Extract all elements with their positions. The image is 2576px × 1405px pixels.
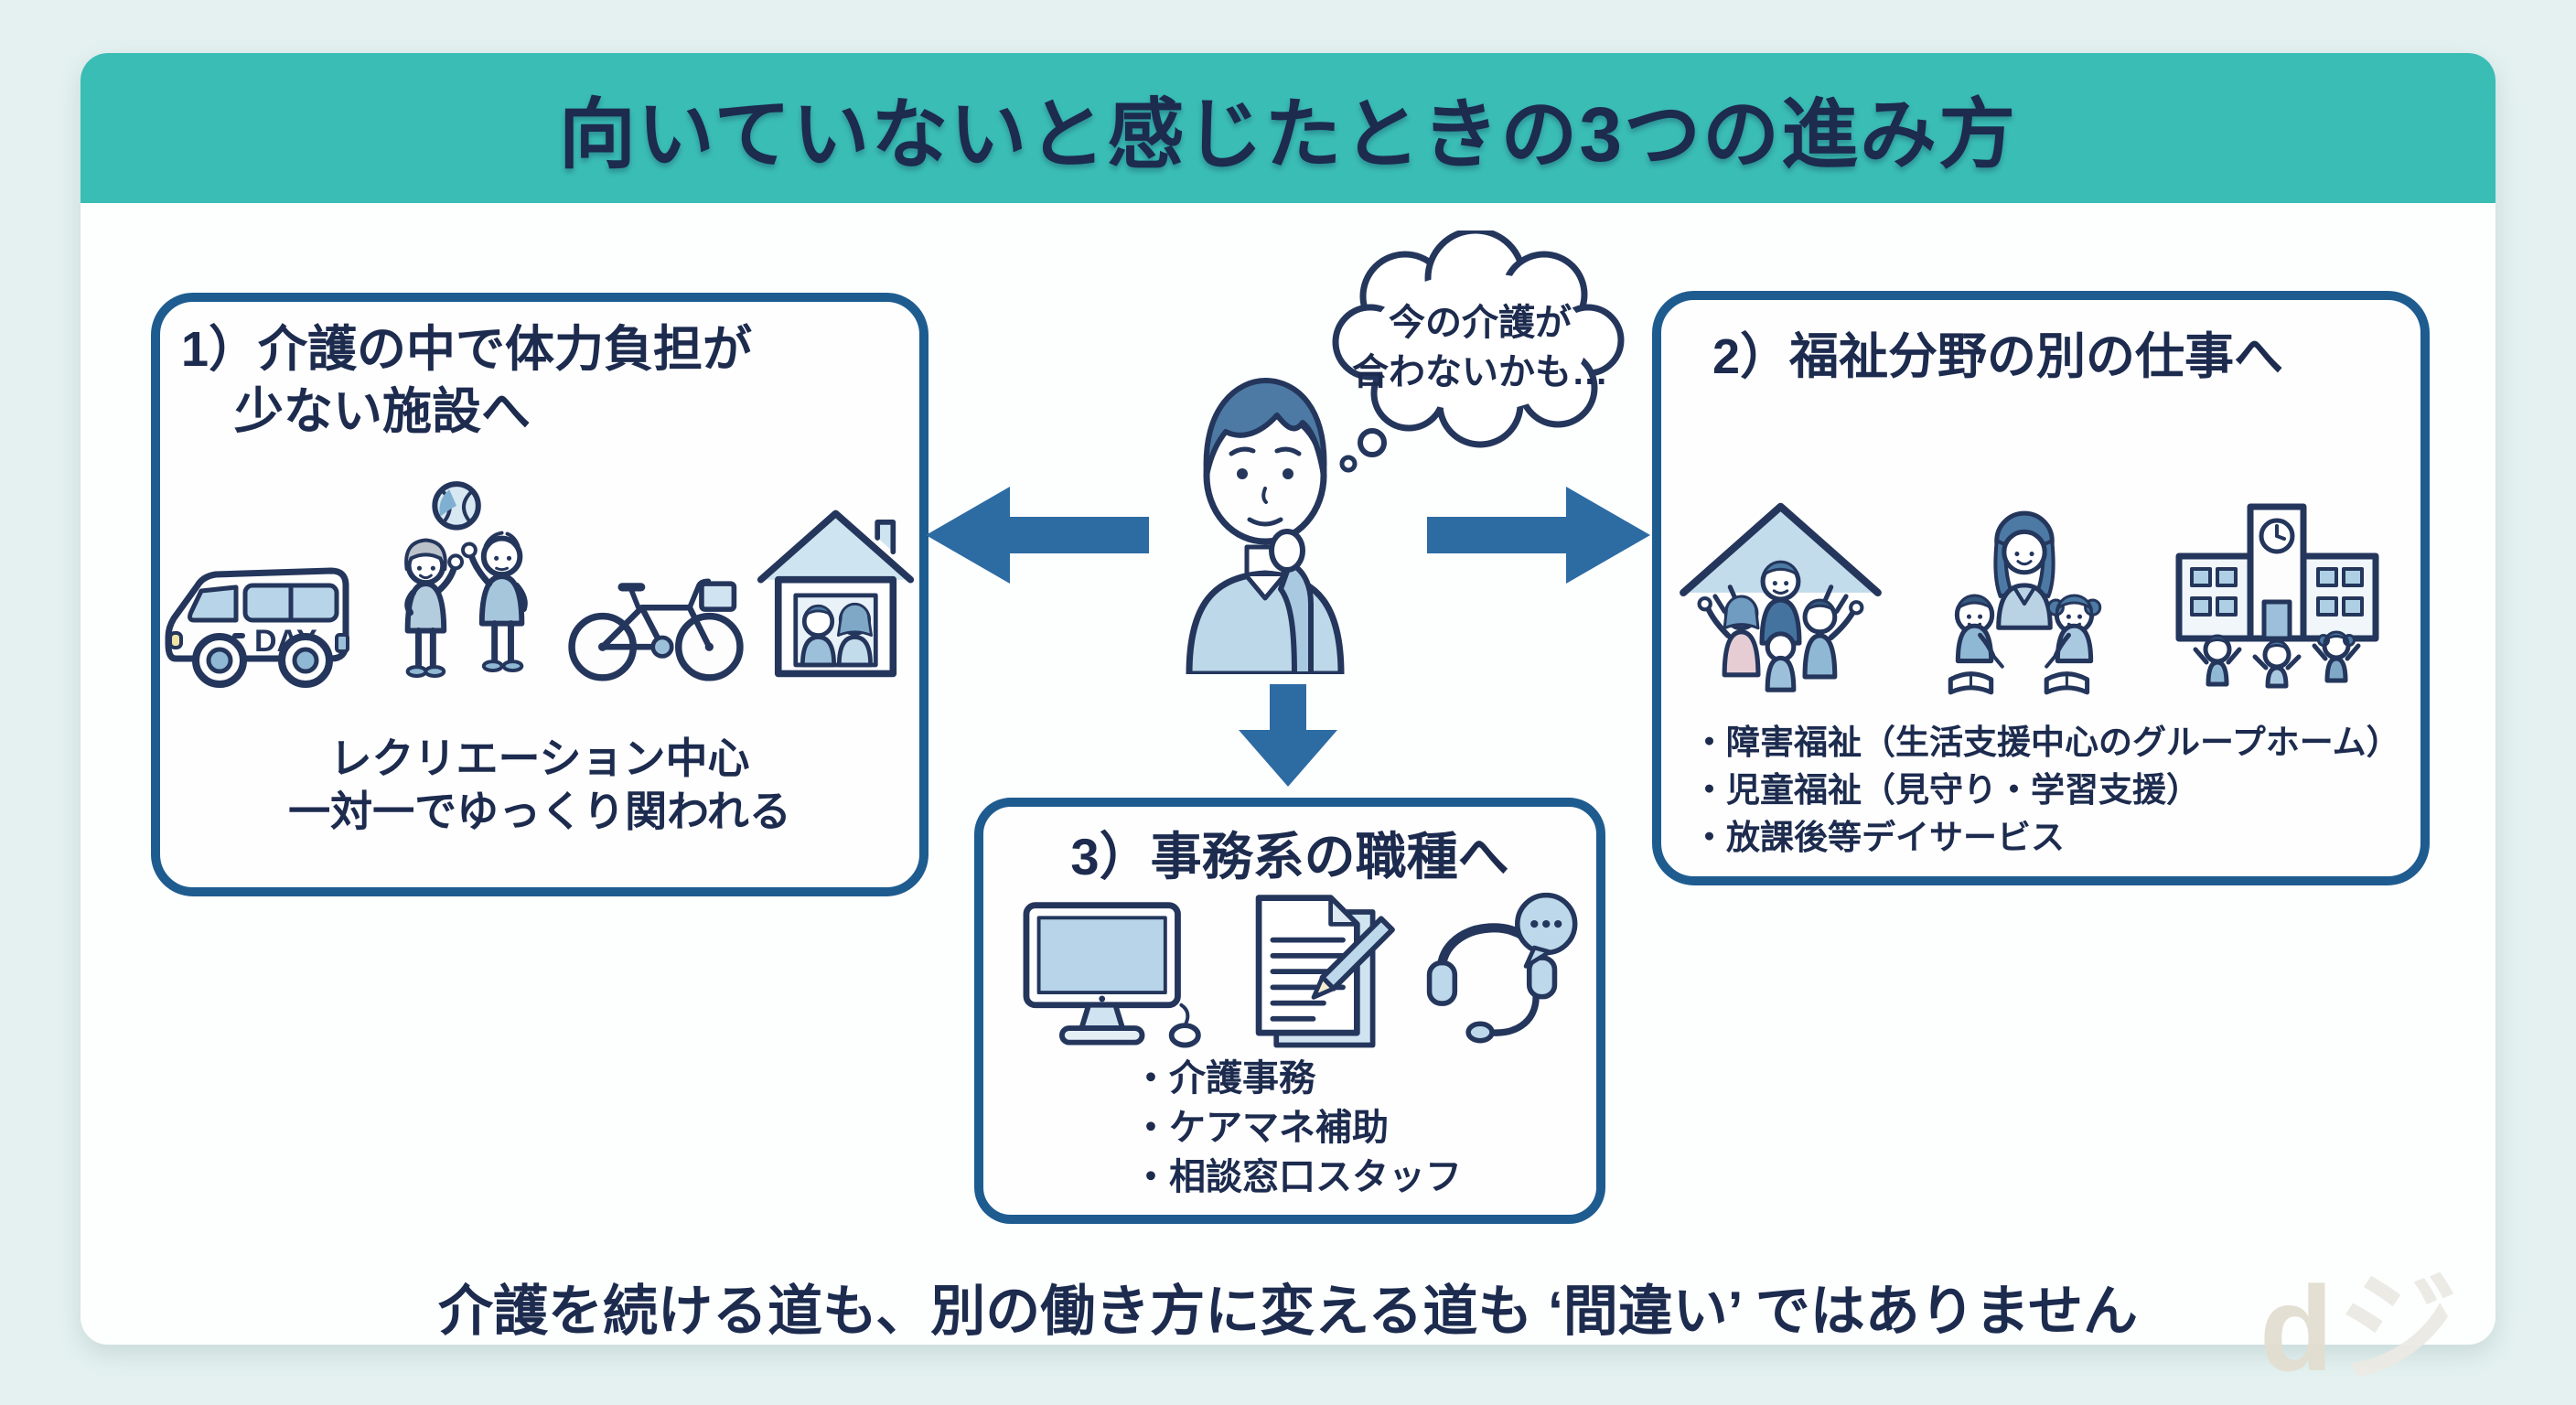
box1-caption-line1: レクリエーション中心 <box>329 735 750 782</box>
box1-title: 1）介護の中で体力負担が 少ない施設へ <box>181 318 752 443</box>
thinking-person-illustration <box>1186 378 1345 674</box>
box3-bullet-1: ・介護事務 <box>1132 1058 1315 1099</box>
arrow-left-icon <box>926 487 1149 584</box>
page-title: 向いていないと感じたときの3つの進み方 <box>558 91 2018 177</box>
box2-bullet-3: ・放課後等デイサービス <box>1692 819 2065 856</box>
footer-message: 介護を続ける道も、別の働き方に変える道も ‘間違い’ ではありません <box>438 1281 2138 1342</box>
box3-bullet-2: ・ケアマネ補助 <box>1132 1108 1389 1148</box>
box3-title-text: 事務系の職種へ <box>1150 828 1509 885</box>
box3-title: 3）事務系の職種へ <box>974 816 1605 890</box>
teacher-with-children-icon <box>1948 510 2102 695</box>
document-with-pencil-icon <box>1255 895 1395 1048</box>
thought-bubble <box>1332 231 1625 473</box>
desktop-computer-icon <box>1023 902 1201 1048</box>
headset-chat-icon <box>1426 892 1578 1044</box>
thought-bubble-text: 今の介護が 合わないかも… <box>1325 298 1636 397</box>
house-with-couple-icon <box>757 509 915 678</box>
box2-bullet-2: ・児童福祉（見守り・学習支援） <box>1692 771 2200 809</box>
thought-line2: 合わないかも… <box>1352 352 1608 392</box>
seniors-playing-ball-icon <box>404 481 528 678</box>
header-banner: 向いていないと感じたときの3つの進み方 <box>80 53 2496 203</box>
box2-title-text: 福祉分野の別の仕事へ <box>1789 329 2284 384</box>
box1-number: 1） <box>181 322 259 377</box>
arrow-right-icon <box>1427 487 1650 584</box>
school-building-children-icon <box>2175 503 2379 689</box>
box3-bullet-list: ・介護事務 ・ケアマネ補助 ・相談窓口スタッフ <box>1132 1054 1462 1202</box>
watermark-text: ジョブ <box>2336 1261 2462 1396</box>
box1-caption-line2: 一対一でゆっくり関われる <box>288 788 791 835</box>
box1-caption: レクリエーション中心 一対一でゆっくり関われる <box>151 732 928 838</box>
box1-title-line1: 1）介護の中で体力負担が <box>181 318 752 381</box>
box1-title-text1: 介護の中で体力負担が <box>258 322 753 377</box>
bicycle-icon <box>568 578 744 681</box>
box2-bullet-list: ・障害福祉（生活支援中心のグループホーム） ・児童福祉（見守り・学習支援） ・放… <box>1692 719 2400 862</box>
box2-number: 2） <box>1712 329 1790 384</box>
thought-line1: 今の介護が <box>1389 303 1572 343</box>
box3-number: 3） <box>1070 828 1151 885</box>
group-home-family-icon <box>1680 502 1882 692</box>
box1-title-line2: 少ない施設へ <box>234 384 531 439</box>
watermark-logo: dジョブ <box>2259 1231 2576 1405</box>
arrow-down-icon <box>1239 684 1337 787</box>
box2-title: 2）福祉分野の別の仕事へ <box>1712 326 2283 388</box>
box3-bullet-3: ・相談窓口スタッフ <box>1132 1157 1462 1197</box>
box2-bullet-1: ・障害福祉（生活支援中心のグループホーム） <box>1692 724 2400 761</box>
watermark-d: d <box>2259 1261 2337 1396</box>
day-service-van-icon: DAY <box>165 567 349 688</box>
